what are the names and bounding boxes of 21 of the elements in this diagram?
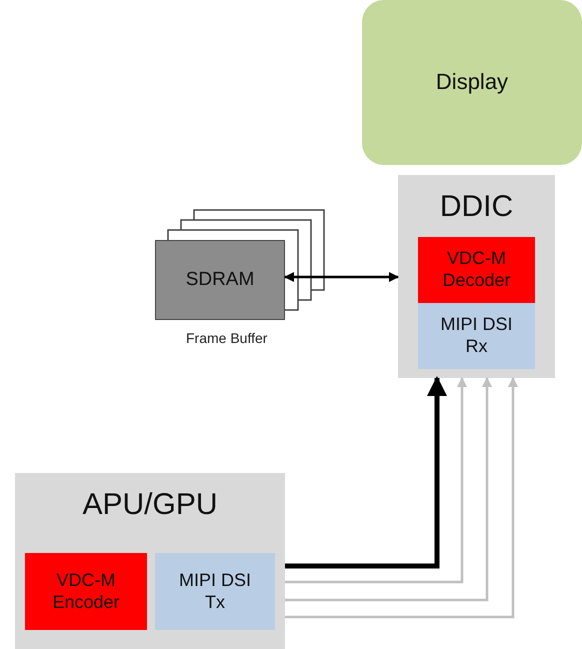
arrow [284, 272, 399, 282]
interface-block [155, 553, 275, 630]
encoder-block [418, 237, 535, 303]
display-box [362, 0, 582, 165]
node-label: VDC-M Decoder [441, 248, 512, 292]
arrow [285, 377, 518, 618]
node-label: VDC-M Encoder [51, 570, 121, 614]
arrow [285, 376, 447, 568]
interface-block [418, 303, 535, 369]
node-label: MIPI DSI Tx [178, 570, 252, 614]
encoder-block [25, 553, 147, 630]
node-label: Frame Buffer [186, 330, 268, 346]
node-label: DDIC [440, 189, 514, 225]
node-label: MIPI DSI Rx [439, 314, 514, 358]
arrow [285, 377, 467, 584]
chip-box [15, 473, 285, 649]
chip-box [398, 175, 555, 378]
node-label: SDRAM [186, 268, 254, 292]
node-label: APU/GPU [82, 487, 218, 523]
node-label: Display [436, 69, 508, 96]
arrow [285, 377, 492, 602]
